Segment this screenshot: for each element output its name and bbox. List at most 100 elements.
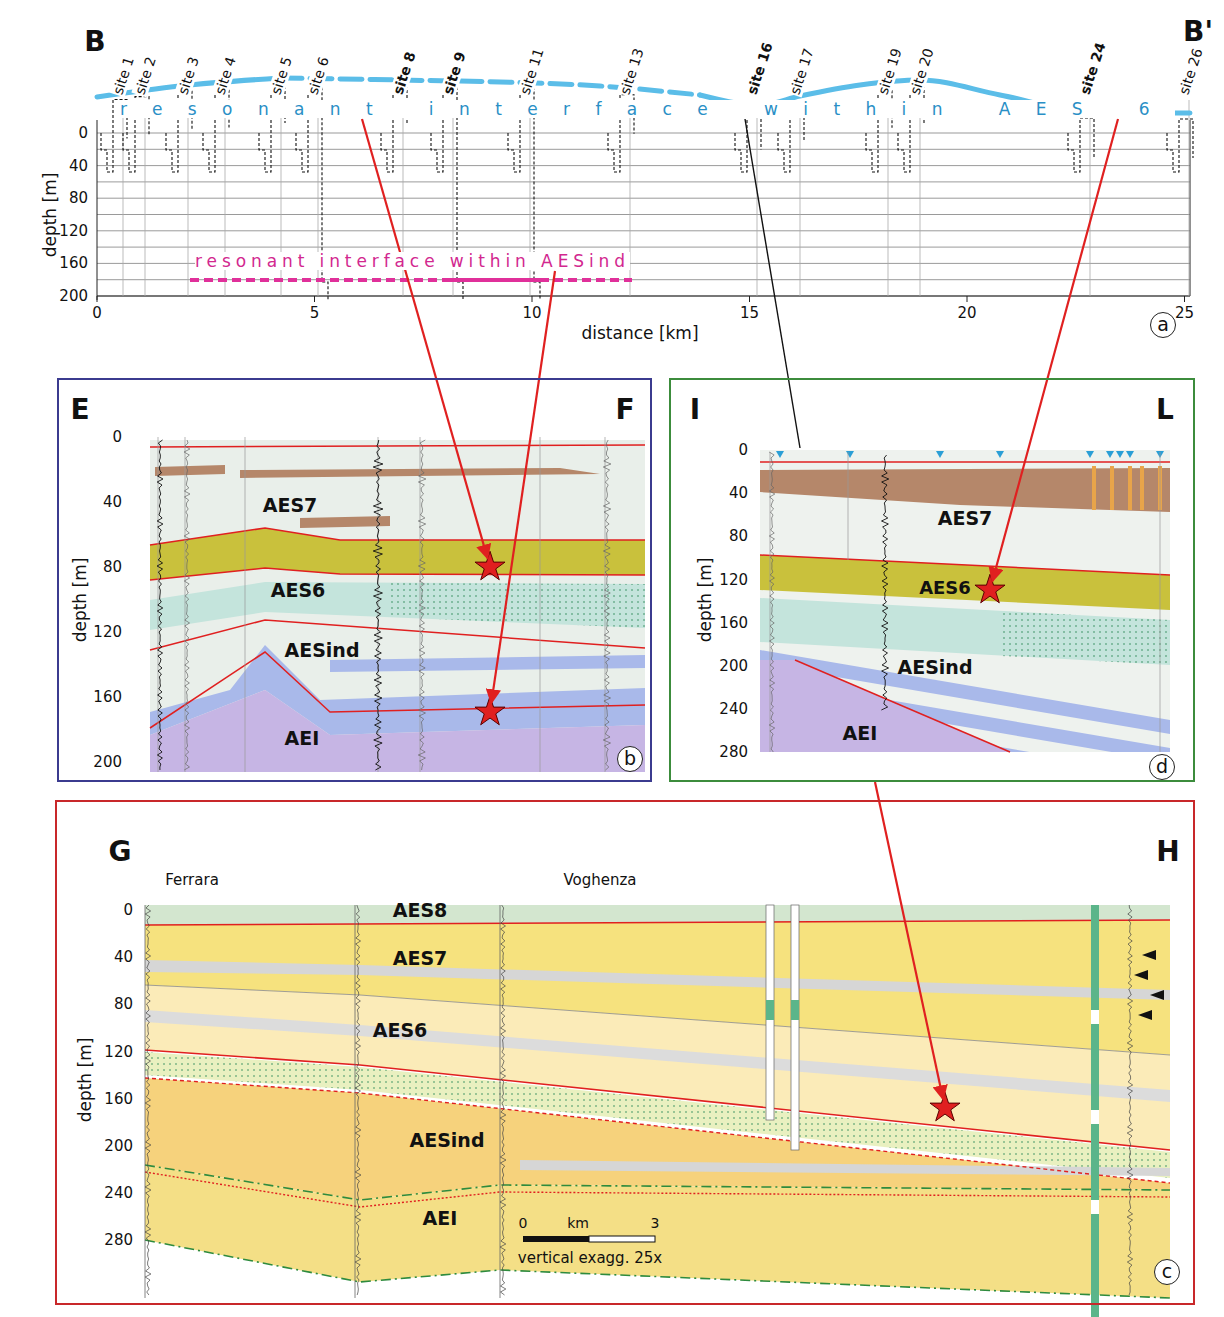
unit-label: AESind (897, 657, 972, 678)
boundary-line (145, 1172, 1170, 1207)
well-log (355, 905, 361, 1295)
well-marker (846, 451, 854, 458)
well-column (1091, 905, 1099, 1317)
well-line (245, 437, 246, 772)
unit-label: AESind (409, 1130, 484, 1151)
annotation: Ferrara (165, 872, 219, 889)
unit-label: AES6 (373, 1020, 428, 1041)
well-marker (996, 451, 1004, 458)
axis-tick-label: 0 (123, 902, 133, 919)
well-tube (766, 905, 774, 1120)
well-marker (1116, 451, 1124, 458)
section-letter: L (1156, 395, 1174, 426)
well-line (848, 452, 849, 560)
well-line (540, 437, 541, 772)
site-label: site 26 (1175, 45, 1206, 97)
grid-line (97, 181, 1190, 182)
annotation: 15 (740, 305, 759, 322)
connector-arrow (992, 119, 1118, 581)
axis-tick-label: 40 (69, 157, 88, 174)
axis-tick-label: 280 (719, 744, 748, 761)
boundary-line (145, 1078, 1170, 1183)
boundary-line (145, 920, 1170, 925)
well-log (603, 440, 611, 770)
axis-title: depth [m] (41, 173, 60, 258)
hv-profile (1068, 118, 1094, 172)
axis-tick-label: 0 (112, 429, 122, 446)
site-line (123, 100, 124, 296)
resonant-interface-label: resonant interface within AESind (195, 252, 630, 271)
axis-tick (1184, 296, 1185, 302)
site-label: site 8 (389, 49, 418, 98)
boundary-line (760, 461, 1170, 463)
unit-label: AES7 (393, 948, 448, 969)
axis-line (97, 295, 1190, 296)
section-letter: H (1156, 837, 1179, 868)
site-line (1189, 100, 1190, 296)
unit-label: AES6 (271, 580, 326, 601)
axis-tick-label: 120 (59, 223, 88, 240)
layer-fill (300, 516, 390, 528)
well-log (769, 452, 775, 752)
section-letter: G (109, 837, 132, 868)
grid-line (97, 198, 1190, 199)
connector-arrow (875, 782, 943, 1099)
boundary-line (145, 985, 1170, 1055)
site-line (1090, 100, 1091, 296)
annotation: 0 (92, 305, 102, 322)
boundary-line (150, 620, 645, 650)
layer-fill (145, 1165, 1170, 1298)
unit-label: AEI (423, 1208, 458, 1229)
axis-tick-label: 160 (104, 1091, 133, 1108)
marker-star (475, 696, 505, 725)
annotation: distance [km] (581, 324, 698, 343)
site-label: site 24 (1076, 40, 1108, 98)
site-label: site 11 (516, 45, 547, 97)
axis-tick-label: 80 (729, 528, 748, 545)
annotation: 5 (310, 305, 320, 322)
site-label: site 19 (874, 45, 905, 97)
site-line (800, 100, 801, 296)
grid-line (97, 149, 1190, 150)
unit-label: AESind (284, 640, 359, 661)
figure-panel: b (57, 378, 652, 782)
resonant-interface-line (450, 278, 540, 282)
well-tube (791, 905, 799, 1150)
grid-line (97, 279, 1190, 280)
annotation: 3 (651, 1216, 660, 1231)
grid-line (97, 296, 1190, 297)
annotation: 0 (519, 1216, 528, 1231)
axis-tick (749, 296, 750, 302)
site-label: site 16 (743, 40, 775, 98)
boundary-line (150, 445, 645, 447)
unit-label: AES7 (938, 508, 993, 529)
boundary-line (150, 652, 645, 728)
well-line (500, 905, 501, 1298)
axis-tick-label: 80 (114, 996, 133, 1013)
resonant-interface-label: resonant interface within AES 6 (120, 100, 1175, 119)
scale-bar (523, 1236, 589, 1242)
dip-marker (1134, 970, 1148, 980)
connector-arrow (362, 119, 488, 558)
interface-text: resonant interface within AES 6 (120, 100, 1175, 118)
well-gap (1091, 1010, 1099, 1024)
site-line (757, 100, 758, 296)
well-screen (1128, 466, 1132, 510)
marker-star (975, 574, 1005, 603)
site-label: site 4 (211, 54, 239, 98)
unit-label: AES8 (393, 900, 448, 921)
axis-tick-label: 120 (93, 624, 122, 641)
grid-line (97, 230, 1190, 231)
axis-tick-label: 120 (719, 571, 748, 588)
marker-star (930, 1092, 960, 1121)
boundary-line (145, 1165, 1170, 1200)
axis-tick-label: 200 (104, 1138, 133, 1155)
well-marker (936, 451, 944, 458)
hv-profile (735, 111, 761, 173)
site-line (188, 100, 189, 296)
well-log (418, 440, 426, 770)
site-line (888, 100, 889, 296)
axis-line (1190, 120, 1191, 296)
axis-tick (97, 296, 98, 302)
section-letter: B' (1183, 17, 1213, 48)
